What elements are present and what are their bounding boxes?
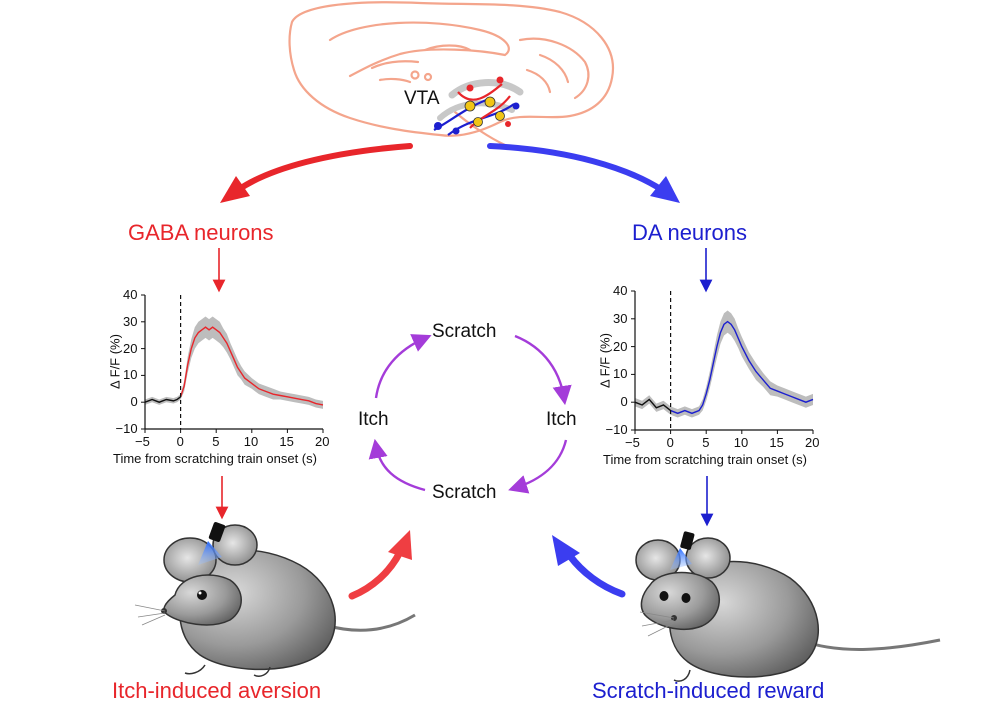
chart-x-axis-title: Time from scratching train onset (s) xyxy=(113,451,317,466)
chart-y-axis-title: Δ F/F (%) xyxy=(107,334,123,389)
chart-y-tick-label: 0 xyxy=(130,394,138,410)
chart-sem-band xyxy=(635,310,813,418)
chart-x-tick-label: −5 xyxy=(135,434,150,449)
chart-mean-line-response xyxy=(670,320,814,415)
chart-x-axis-title: Time from scratching train onset (s) xyxy=(603,452,807,467)
chart-mean-line-baseline xyxy=(634,398,672,412)
chart-y-axis-title: Δ F/F (%) xyxy=(597,332,613,388)
reward-to-cycle-arrow xyxy=(566,552,626,598)
vta-neuron-cluster xyxy=(433,76,524,136)
cycle-scratch-top: Scratch xyxy=(432,321,497,342)
scratch-reward-label: Scratch-induced reward xyxy=(592,678,825,703)
cycle-scratch-bottom: Scratch xyxy=(432,482,497,503)
chart-y-tick-label: 40 xyxy=(613,283,628,298)
cycle-arrow-bottom-right xyxy=(508,439,568,494)
chart-x-tick-label: 10 xyxy=(733,435,749,450)
da-neurons-label: DA neurons xyxy=(632,220,747,245)
chart-x-tick-label: 0 xyxy=(666,435,674,450)
chart-mean-line-response xyxy=(179,326,324,406)
chart-x-tick-label: −5 xyxy=(625,435,640,450)
chart-y-tick-label: 30 xyxy=(123,313,138,329)
chart-x-tick-label: 15 xyxy=(279,434,294,449)
chart-x-tick-label: 15 xyxy=(769,435,784,450)
da-photometry-chart xyxy=(631,290,814,434)
chart-y-tick-label: 20 xyxy=(123,340,138,356)
chart-x-tick-label: 20 xyxy=(315,434,330,449)
chart-x-tick-label: 0 xyxy=(176,434,184,449)
cycle-itch-left: Itch xyxy=(358,409,389,430)
chart-x-tick-label: 10 xyxy=(243,434,259,449)
brain-illustration xyxy=(288,1,615,147)
gaba-pathway-arrow xyxy=(235,143,413,193)
chart-y-tick-label: 10 xyxy=(123,367,138,383)
itch-aversion-label: Itch-induced aversion xyxy=(112,678,322,703)
gaba-photometry-chart xyxy=(141,294,324,433)
cycle-arrow-top-left xyxy=(374,334,432,399)
aversion-arrowhead xyxy=(388,530,412,560)
cycle-itch-right: Itch xyxy=(546,409,577,430)
chart-y-tick-label: 30 xyxy=(613,310,628,326)
chart-x-tick-label: 5 xyxy=(702,435,710,450)
chart-mean-line-baseline xyxy=(144,396,182,403)
gaba-arrowhead xyxy=(220,176,250,203)
vta-label: VTA xyxy=(404,88,440,109)
chart-y-tick-label: 40 xyxy=(123,287,138,302)
da-arrowhead xyxy=(650,176,680,203)
cycle-arrow-top-right xyxy=(514,334,572,406)
reward-arrowhead xyxy=(552,535,580,566)
chart-x-tick-label: 5 xyxy=(212,434,220,449)
da-pathway-arrow xyxy=(487,143,665,193)
mouse-right-illustration xyxy=(635,531,941,682)
itch-scratch-cycle xyxy=(368,334,572,494)
chart-y-tick-label: −10 xyxy=(115,421,138,436)
chart-y-tick-label: 0 xyxy=(620,394,628,410)
chart-sem-band xyxy=(145,316,323,409)
mouse-left-illustration xyxy=(134,522,416,677)
chart-x-tick-label: 20 xyxy=(805,435,820,450)
chart-y-tick-label: 20 xyxy=(613,338,628,354)
cycle-arrow-bottom-left xyxy=(368,438,426,492)
chart-y-tick-label: 10 xyxy=(613,366,628,382)
aversion-to-cycle-arrow xyxy=(348,548,404,600)
chart-y-tick-label: −10 xyxy=(605,422,628,437)
gaba-neurons-label: GABA neurons xyxy=(128,220,274,245)
